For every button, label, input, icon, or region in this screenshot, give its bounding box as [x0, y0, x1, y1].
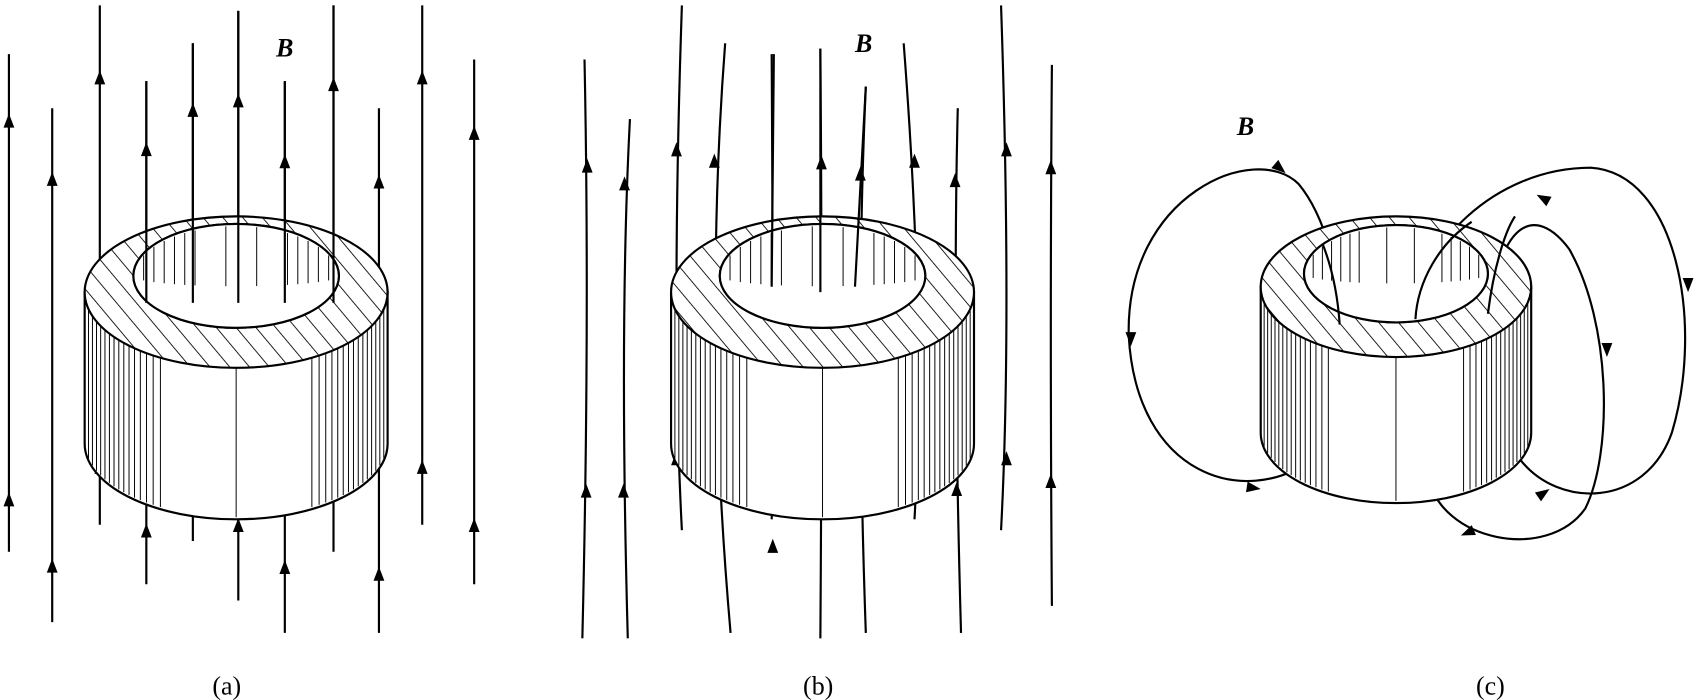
arrowhead-icon: [373, 174, 385, 189]
arrowhead-icon: [1245, 481, 1261, 493]
arrowhead-icon: [619, 176, 630, 191]
arrowhead-icon: [140, 523, 152, 538]
caption-a: (a): [212, 672, 241, 700]
arrowhead-icon: [416, 459, 428, 474]
arrowhead-icon: [46, 558, 58, 573]
field-loop: [1414, 166, 1687, 495]
field-loop: [770, 54, 775, 287]
caption-c: (c): [1476, 672, 1505, 700]
arrowhead-icon: [232, 517, 244, 533]
arrowhead-icon: [279, 559, 291, 574]
field-loop: [1427, 224, 1605, 541]
arrowhead-icon: [46, 171, 58, 186]
arrowhead-icon: [708, 153, 720, 168]
arrowhead-icon: [1045, 160, 1057, 175]
arrowhead-icon: [951, 481, 963, 497]
arrowhead-icon: [1045, 473, 1057, 488]
arrowhead-icon: [468, 125, 480, 140]
arrowhead-icon: [580, 483, 592, 498]
field-loop: [999, 5, 1008, 531]
arrowhead-icon: [1271, 159, 1286, 174]
field-loop: [1414, 220, 1473, 320]
field-label-b-c: B: [1236, 112, 1254, 141]
panel-b-distorted-field: [580, 5, 1057, 639]
arrowhead-icon: [94, 70, 106, 85]
arrowhead-icon: [767, 538, 779, 553]
field-loop: [622, 118, 632, 639]
field-label-b-b: B: [854, 29, 872, 58]
arrowhead-icon: [373, 566, 385, 581]
arrowhead-icon: [1534, 489, 1550, 502]
arrowhead-icon: [1125, 332, 1137, 347]
panel-a-uniform-field: [3, 5, 480, 633]
arrowhead-icon: [581, 158, 593, 173]
arrowhead-icon: [949, 173, 961, 188]
arrowhead-icon: [416, 70, 428, 85]
arrowhead-icon: [909, 153, 920, 168]
arrowhead-icon: [1001, 451, 1012, 466]
field-loop: [1486, 215, 1516, 314]
arrowhead-icon: [1001, 142, 1012, 157]
arrowhead-icon: [1536, 194, 1552, 207]
arrowhead-icon: [1601, 342, 1613, 358]
arrowhead-icon: [3, 492, 15, 507]
field-loop: [1049, 64, 1053, 606]
arrowhead-icon: [468, 517, 480, 533]
arrowhead-icon: [671, 142, 682, 157]
caption-b: (b): [803, 672, 833, 700]
field-loop: [581, 59, 588, 639]
field-loop: [853, 86, 867, 287]
arrowhead-icon: [3, 113, 15, 128]
field-loop: [1321, 243, 1341, 325]
panel-c-ring-field-loops: [1125, 159, 1694, 541]
arrowhead-icon: [618, 483, 629, 498]
arrowhead-icon: [1682, 278, 1694, 293]
arrowhead-icon: [1460, 525, 1476, 536]
field-label-b-a: B: [275, 33, 293, 62]
